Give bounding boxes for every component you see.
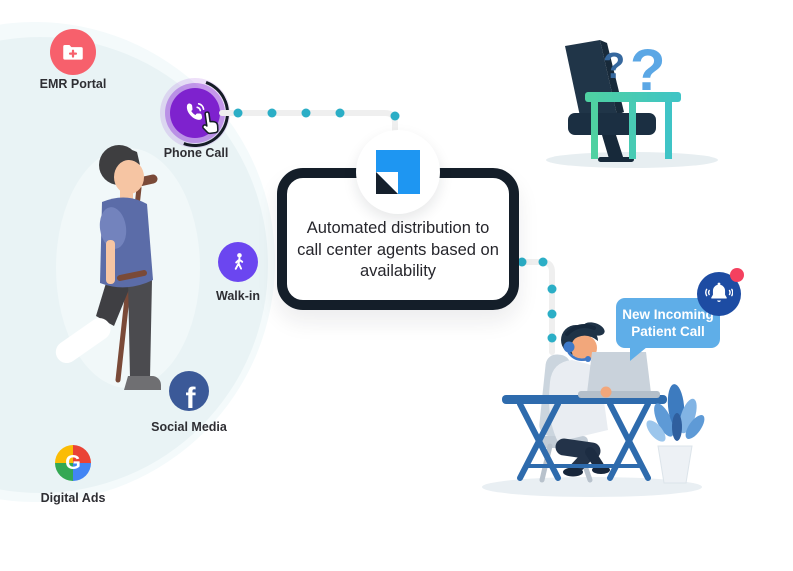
plant-icon	[646, 384, 705, 484]
bubble-line-1: New Incoming	[622, 307, 714, 322]
walk-in-label: Walk-in	[216, 289, 260, 303]
emr-portal-label: EMR Portal	[39, 77, 107, 91]
walk-in-icon	[218, 242, 258, 282]
google-icon: G	[65, 451, 81, 474]
phone-call-icon	[170, 88, 220, 138]
desk-icon	[502, 395, 667, 481]
table-icon	[585, 92, 681, 159]
emr-folder-icon	[63, 44, 83, 60]
call-center-agent-illustration	[482, 322, 705, 497]
empty-desk-illustration: ? ?	[546, 38, 718, 168]
bell-icon	[705, 282, 733, 302]
bell-red-badge	[730, 268, 744, 282]
headset-icon	[563, 324, 596, 362]
leadsquared-logo-icon	[376, 150, 420, 194]
question-mark-large: ?	[630, 38, 665, 103]
digital-ads-label: Digital Ads	[40, 491, 106, 505]
walking-person-icon	[234, 252, 243, 270]
hand-cursor-icon	[202, 111, 219, 135]
emr-portal-icon	[50, 29, 96, 75]
question-mark-small: ?	[603, 45, 625, 86]
patient-on-crutches-illustration	[55, 145, 200, 390]
logo-circle	[356, 130, 440, 214]
distribution-card-text: Automated distribution to call center ag…	[297, 219, 499, 280]
facebook-icon: f	[185, 382, 196, 412]
notification-bell	[697, 268, 744, 316]
bubble-line-2: Patient Call	[631, 324, 705, 339]
laptop-icon	[578, 352, 660, 398]
digital-ads-icon: G	[55, 445, 91, 481]
social-media-icon: f	[169, 371, 209, 411]
phone-call-label: Phone Call	[163, 146, 229, 160]
social-media-label: Social Media	[151, 420, 227, 434]
